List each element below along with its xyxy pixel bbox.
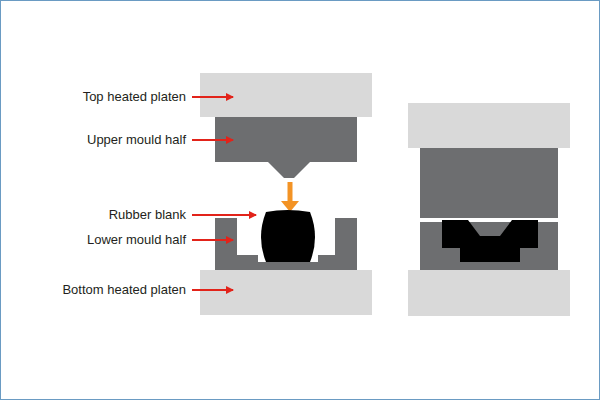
moulded-part: [442, 220, 538, 262]
closing-arrow-shaft: [288, 182, 293, 203]
leader-arrow: [192, 96, 233, 98]
leader-arrow: [192, 289, 233, 291]
upper-mould: [215, 117, 357, 178]
top-platen: [200, 73, 372, 117]
upper-mould-closed: [420, 148, 558, 218]
part-label: Rubber blank: [109, 207, 186, 223]
rubber-blank: [261, 210, 315, 262]
leader-arrow: [192, 139, 233, 141]
bottom-platen-closed: [408, 270, 570, 316]
leader-arrow: [192, 239, 233, 241]
part-label: Upper mould half: [87, 132, 186, 148]
part-label: Top heated platen: [83, 89, 186, 105]
top-platen-closed: [408, 103, 570, 148]
bottom-platen: [200, 270, 372, 315]
leader-arrow: [192, 214, 256, 216]
part-label: Bottom heated platen: [62, 282, 186, 298]
part-label: Lower mould half: [87, 232, 186, 248]
